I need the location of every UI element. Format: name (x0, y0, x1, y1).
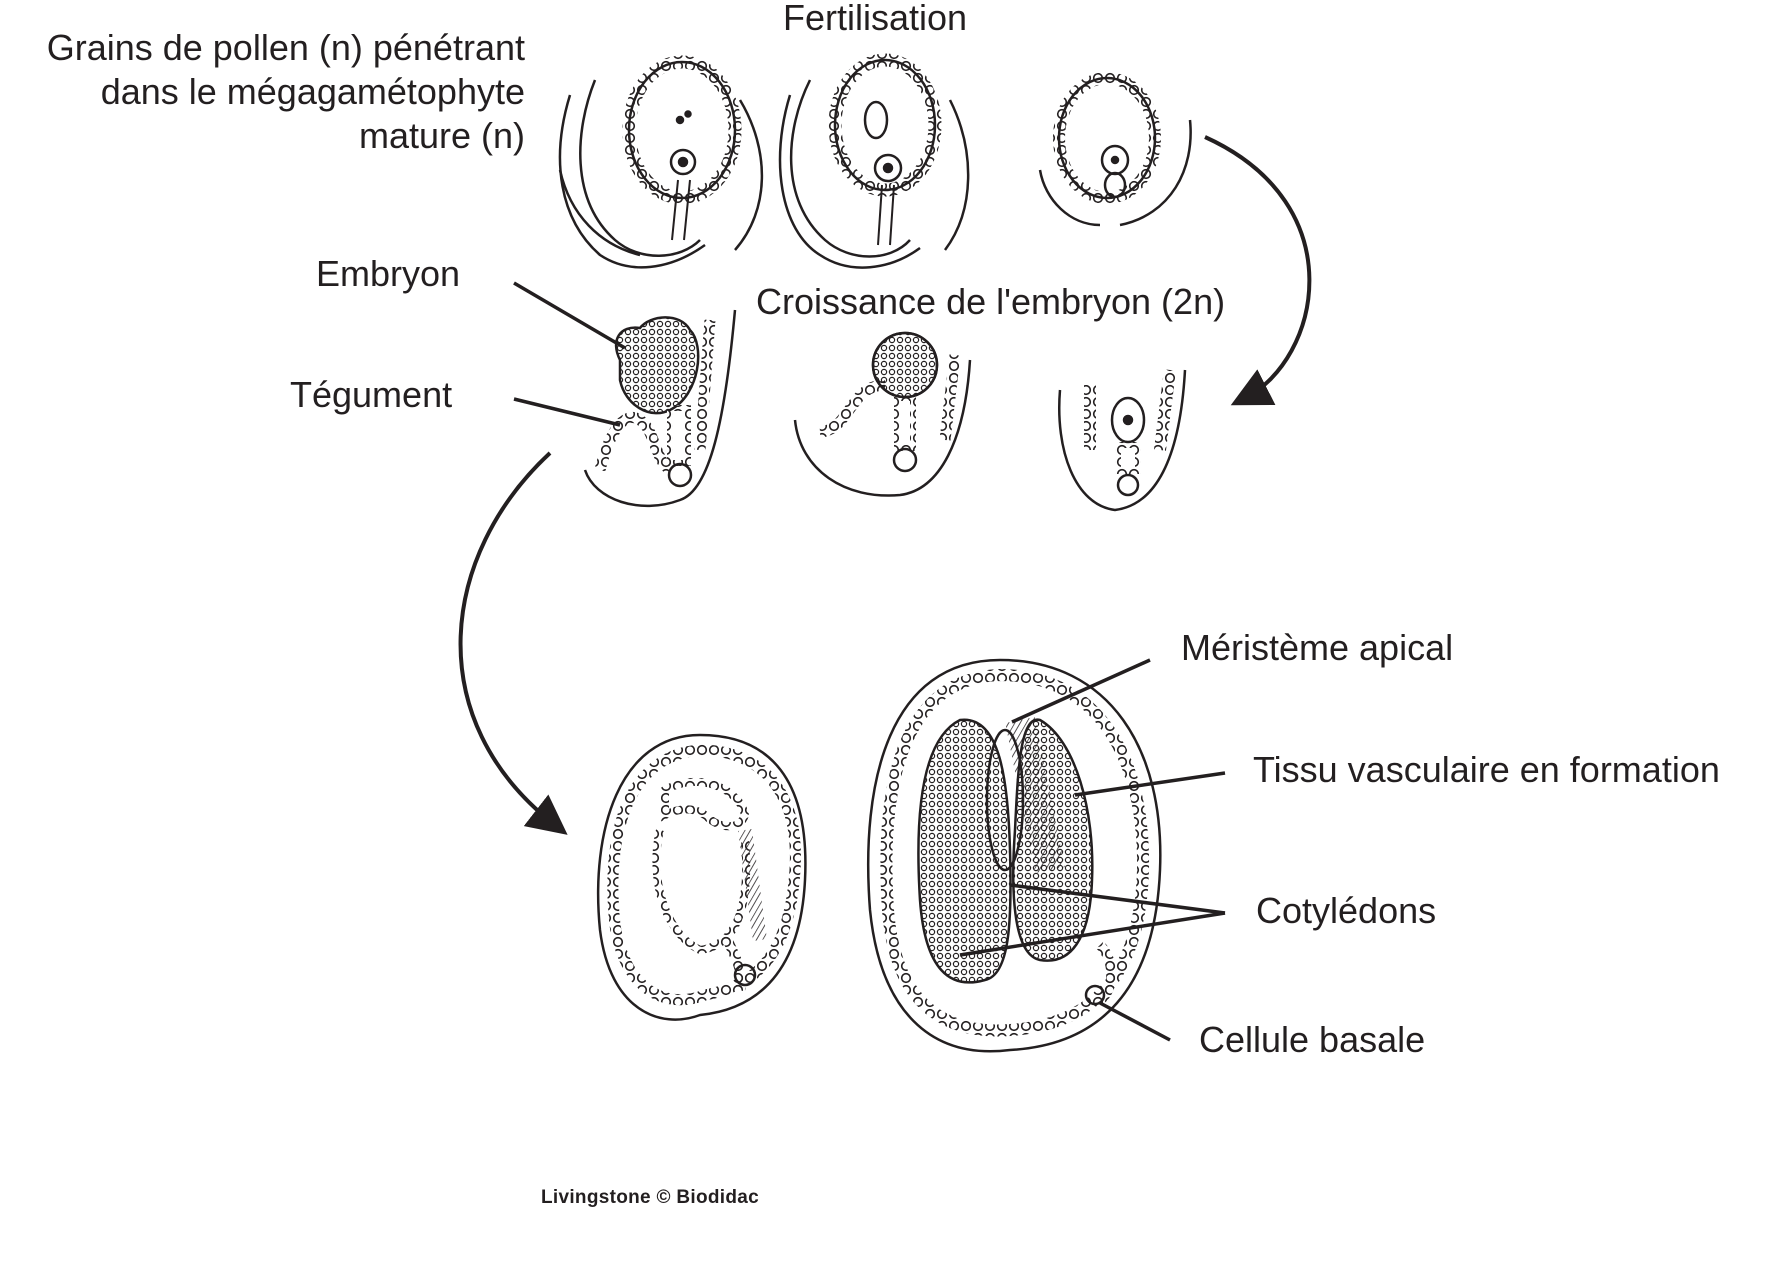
label-meristeme: Méristème apical (1181, 627, 1454, 668)
embryo-stage-heart (583, 309, 737, 508)
label-cotyledons: Cotylédons (1256, 890, 1437, 931)
embryo-stage-early (1058, 369, 1187, 512)
ovule-stage-2 (778, 53, 970, 269)
label-cellule-basale: Cellule basale (1199, 1019, 1426, 1060)
label-embryon: Embryon (316, 253, 461, 294)
leader-tegument (513, 397, 621, 427)
label-pollen-line2: dans le mégagamétophyte (100, 71, 525, 112)
label-pollen-line3: mature (n) (358, 115, 525, 156)
label-tissu: Tissu vasculaire en formation (1253, 749, 1720, 790)
embryo-torpedo (596, 733, 807, 1021)
credit-text: Livingstone © Biodidac (541, 1187, 760, 1208)
embryo-stage-globular (793, 331, 972, 497)
leader-tissu (1074, 771, 1226, 797)
leader-meristeme (1011, 658, 1151, 724)
arrow-fertilisation-to-growth (1204, 135, 1312, 406)
arrow-growth-to-mature (458, 451, 568, 835)
label-croissance: Croissance de l'embryon (2n) (756, 281, 1226, 322)
label-fertilisation: Fertilisation (783, 0, 968, 38)
leader-cotyledons-a (1009, 883, 1226, 915)
label-tegument: Tégument (290, 374, 453, 415)
label-pollen-line1: Grains de pollen (n) pénétrant (46, 27, 525, 68)
ovule-stage-1 (558, 55, 764, 269)
leader-embryon (513, 281, 626, 350)
embryo-mature (866, 658, 1162, 1053)
leader-cellule-basale (1099, 1001, 1171, 1042)
ovule-stage-3 (1038, 72, 1192, 227)
leader-cotyledons-b (959, 911, 1226, 957)
